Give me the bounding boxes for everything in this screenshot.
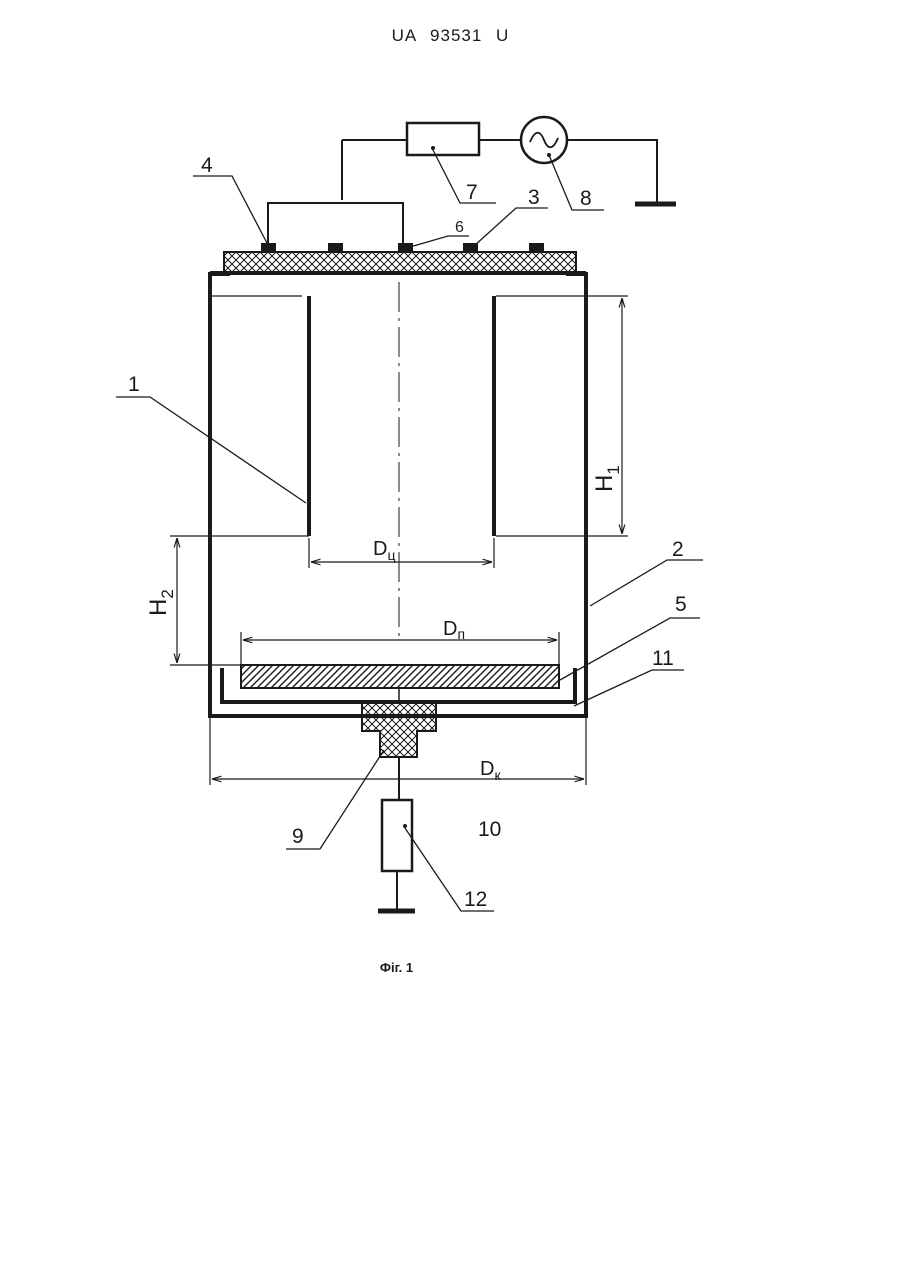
label-10: 10 — [478, 818, 501, 841]
insulator-9 — [362, 702, 436, 757]
dim-dp: Dп — [443, 618, 465, 642]
chamber-wall-2 — [210, 272, 586, 716]
substrate-5 — [241, 665, 559, 688]
dim-dk: Dк — [480, 758, 501, 783]
label-5: 5 — [675, 593, 687, 616]
label-6: 6 — [455, 219, 464, 236]
label-1: 1 — [128, 373, 140, 396]
label-8: 8 — [580, 187, 592, 210]
label-3: 3 — [528, 186, 540, 209]
label-12: 12 — [464, 888, 487, 911]
resistor-12 — [382, 800, 412, 871]
label-11: 11 — [652, 647, 674, 670]
label-7: 7 — [466, 181, 478, 204]
label-4: 4 — [201, 154, 213, 177]
resistor-7 — [407, 123, 479, 155]
label-2: 2 — [672, 538, 684, 561]
figure-caption: Фіг. 1 — [0, 960, 793, 975]
dim-h1: H1 — [591, 465, 623, 492]
insulating-cover-3 — [224, 252, 576, 274]
dim-h2: H2 — [145, 589, 177, 616]
label-9: 9 — [292, 825, 304, 848]
dim-dc: Dц — [373, 538, 395, 563]
